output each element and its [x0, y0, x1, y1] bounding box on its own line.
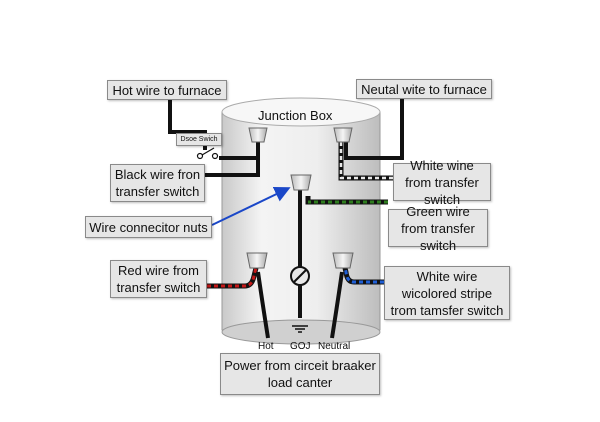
- black-wire-from-transfer-switch: [205, 160, 260, 177]
- label-white-wire-colored-stripe: White wire wicolored stripe trom tamsfer…: [384, 266, 510, 320]
- wire-nut-upper-left: [248, 127, 268, 143]
- white-wire-from-transfer-switch: [338, 142, 393, 181]
- label-wire-connector-nuts: Wire connecitor nuts: [85, 216, 212, 238]
- label-red-wire-from-transfer-switch: Red wire from transfer switch: [110, 260, 207, 298]
- label-green-wire-from-transfer-switch: Green wire from transfer switch: [388, 204, 488, 253]
- neutral-wire-to-furnace: [344, 98, 404, 160]
- label-white-wire-from-transfer-switch: White wine from transfer switch: [393, 158, 491, 207]
- disconnect-switch: [196, 147, 219, 160]
- label-neutral-wire-to-furnace: Neutal wite to furnace: [356, 79, 492, 99]
- terminal-neutral-label: Neutral: [318, 341, 351, 352]
- ground-symbol-icon: [292, 325, 308, 333]
- wire-nut-upper-right: [333, 127, 353, 143]
- wire-nut-lower-left: [246, 252, 268, 269]
- label-black-wire-from-transfer-switch: Black wire fron transfer switch: [110, 164, 205, 202]
- label-hot-wire-to-furnace: Hot wire to furnace: [107, 80, 227, 100]
- label-power-from-breaker-panel: Power from circeit braaker load canter: [220, 353, 380, 395]
- ground-screw-icon: [290, 266, 310, 286]
- terminal-ground-label: GOJ: [290, 341, 311, 352]
- terminal-hot-label: Hot: [258, 341, 274, 352]
- connector-nuts-pointer-arrow: [211, 186, 291, 226]
- red-wire-from-transfer-switch: [207, 267, 259, 289]
- wire-nut-center: [290, 174, 312, 191]
- label-disconnect-switch: Dsoe Swich: [176, 133, 222, 146]
- white-wire-blue-stripe: [342, 267, 384, 285]
- label-junction-box: Junction Box: [258, 108, 333, 123]
- ground-wire-green: [298, 190, 388, 318]
- wire-nut-lower-right: [332, 252, 354, 269]
- lower-feed-wires: [256, 271, 344, 339]
